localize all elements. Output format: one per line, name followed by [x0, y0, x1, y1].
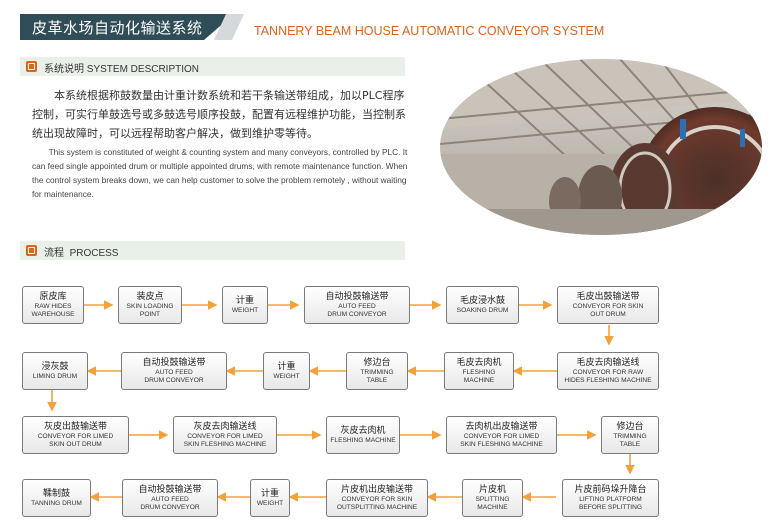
- step-label-cn: 片皮机出皮输送带: [341, 485, 413, 496]
- step-label-en: CONVEYOR FOR RAW: [573, 369, 643, 377]
- step-label-cn: 片皮前码垛升降台: [574, 485, 646, 496]
- process-step-fleshing-machine: 毛皮去肉机 FLESHING MACHINE: [444, 352, 514, 390]
- step-label-en: AUTO FEED: [155, 369, 193, 377]
- step-label-cn: 计重: [261, 489, 279, 500]
- step-label-en: TRIMMING: [613, 433, 646, 441]
- step-label-cn: 计重: [236, 296, 254, 307]
- process-step-tanning-drum: 鞣制鼓 TANNING DRUM: [22, 479, 91, 517]
- process-step-liming-drum: 浸灰鼓 LIMING DRUM: [22, 352, 88, 390]
- step-label-cn: 自动投鼓输送带: [142, 358, 205, 369]
- step-label-en: TABLE: [620, 441, 640, 449]
- step-label-cn: 灰皮出鼓输送带: [44, 422, 107, 433]
- step-label-cn: 修边台: [363, 358, 390, 369]
- step-label-cn: 去肉机出皮输送带: [465, 422, 537, 433]
- step-label-en: WEIGHT: [232, 307, 258, 315]
- step-label-cn: 浸灰鼓: [41, 362, 68, 373]
- process-step-soaking-drum: 毛皮浸水鼓 SOAKING DRUM: [446, 286, 519, 324]
- step-label-cn: 修边台: [616, 422, 643, 433]
- process-step-auto-feed-drum-conveyor: 自动投鼓输送带 AUTO FEED DRUM CONVEYOR: [122, 479, 218, 517]
- process-step-weight: 计重 WEIGHT: [250, 479, 290, 517]
- step-label-en: MACHINE: [477, 504, 507, 512]
- step-label-cn: 毛皮浸水鼓: [460, 296, 505, 307]
- step-label-en: BEFORE SPLITTING: [579, 504, 642, 512]
- step-label-en: DRUM CONVEYOR: [144, 377, 203, 385]
- step-label-en: SKIN FLESHING MACHINE: [184, 441, 266, 449]
- process-step-conveyor-limed-skin-fleshing: 灰皮去肉输送线 CONVEYOR FOR LIMED SKIN FLESHING…: [173, 416, 277, 454]
- step-label-en: OUT DRUM: [590, 311, 625, 319]
- step-label-en: SKIN FLESHING MACHINE: [460, 441, 542, 449]
- process-step-auto-feed-drum-conveyor: 自动投鼓输送带 AUTO FEED DRUM CONVEYOR: [121, 352, 227, 390]
- process-step-weight: 计重 WEIGHT: [263, 352, 310, 390]
- step-label-en: LIFTING PLATFORM: [579, 496, 642, 504]
- step-label-en: FLESHING MACHINE: [330, 437, 395, 445]
- step-label-en: TANNING DRUM: [31, 500, 82, 508]
- step-label-en: SPLITTING: [475, 496, 509, 504]
- step-label-en: DRUM CONVEYOR: [327, 311, 386, 319]
- step-label-cn: 灰皮去肉输送线: [193, 422, 256, 433]
- step-label-en: AUTO FEED: [338, 303, 376, 311]
- process-step-splitting-machine: 片皮机 SPLITTING MACHINE: [462, 479, 523, 517]
- step-label-en: SKIN OUT DRUM: [49, 441, 102, 449]
- step-label-en: POINT: [140, 311, 160, 319]
- process-step-lifting-platform: 片皮前码垛升降台 LIFTING PLATFORM BEFORE SPLITTI…: [562, 479, 659, 517]
- step-label-en: HIDES FLESHING MACHINE: [564, 377, 651, 385]
- process-step-conveyor-outsplitting: 片皮机出皮输送带 CONVEYOR FOR SKIN OUTSPLITTING …: [326, 479, 428, 517]
- step-label-cn: 原皮库: [39, 292, 66, 303]
- step-label-en: CONVEYOR FOR LIMED: [38, 433, 113, 441]
- process-step-weight: 计重 WEIGHT: [222, 286, 268, 324]
- step-label-en: WEIGHT: [273, 373, 299, 381]
- process-step-conveyor-raw-hides-fleshing: 毛皮去肉输送线 CONVEYOR FOR RAW HIDES FLESHING …: [557, 352, 659, 390]
- step-label-cn: 毛皮去肉输送线: [576, 358, 639, 369]
- process-step-raw-hides-warehouse: 原皮库 RAW HIDES WAREHOUSE: [22, 286, 84, 324]
- step-label-en: CONVEYOR FOR SKIN: [573, 303, 644, 311]
- step-label-en: FLESHING: [463, 369, 496, 377]
- step-label-en: RAW HIDES: [34, 303, 71, 311]
- step-label-en: WEIGHT: [257, 500, 283, 508]
- process-step-conveyor-skin-out-drum: 毛皮出鼓输送带 CONVEYOR FOR SKIN OUT DRUM: [557, 286, 659, 324]
- step-label-cn: 装皮点: [136, 292, 163, 303]
- step-label-en: CONVEYOR FOR LIMED: [464, 433, 539, 441]
- step-label-en: SKIN LOADING: [127, 303, 174, 311]
- process-step-trimming-table: 修边台 TRIMMING TABLE: [601, 416, 659, 454]
- step-label-en: TABLE: [367, 377, 387, 385]
- process-step-limed-fleshing-machine: 灰皮去肉机 FLESHING MACHINE: [326, 416, 400, 454]
- step-label-en: TRIMMING: [360, 369, 393, 377]
- step-label-en: CONVEYOR FOR LIMED: [187, 433, 262, 441]
- step-label-cn: 毛皮出鼓输送带: [576, 292, 639, 303]
- step-label-cn: 鞣制鼓: [43, 489, 70, 500]
- process-step-auto-feed-drum-conveyor: 自动投鼓输送带 AUTO FEED DRUM CONVEYOR: [304, 286, 410, 324]
- step-label-cn: 片皮机: [479, 485, 506, 496]
- process-step-trimming-table: 修边台 TRIMMING TABLE: [346, 352, 408, 390]
- step-label-en: OUTSPLITTING MACHINE: [337, 504, 417, 512]
- process-step-skin-loading-point: 装皮点 SKIN LOADING POINT: [118, 286, 182, 324]
- step-label-cn: 毛皮去肉机: [456, 358, 501, 369]
- step-label-cn: 灰皮去肉机: [340, 426, 385, 437]
- step-label-en: CONVEYOR FOR SKIN: [342, 496, 413, 504]
- step-label-en: LIMING DRUM: [33, 373, 77, 381]
- step-label-en: AUTO FEED: [151, 496, 189, 504]
- step-label-cn: 自动投鼓输送带: [138, 485, 201, 496]
- process-step-fleshing-out-conveyor: 去肉机出皮输送带 CONVEYOR FOR LIMED SKIN FLESHIN…: [446, 416, 557, 454]
- step-label-en: WAREHOUSE: [32, 311, 75, 319]
- step-label-en: MACHINE: [464, 377, 494, 385]
- process-step-conveyor-limed-skin-out-drum: 灰皮出鼓输送带 CONVEYOR FOR LIMED SKIN OUT DRUM: [22, 416, 129, 454]
- step-label-cn: 计重: [277, 362, 295, 373]
- step-label-en: DRUM CONVEYOR: [140, 504, 199, 512]
- step-label-en: SOAKING DRUM: [457, 307, 509, 315]
- step-label-cn: 自动投鼓输送带: [325, 292, 388, 303]
